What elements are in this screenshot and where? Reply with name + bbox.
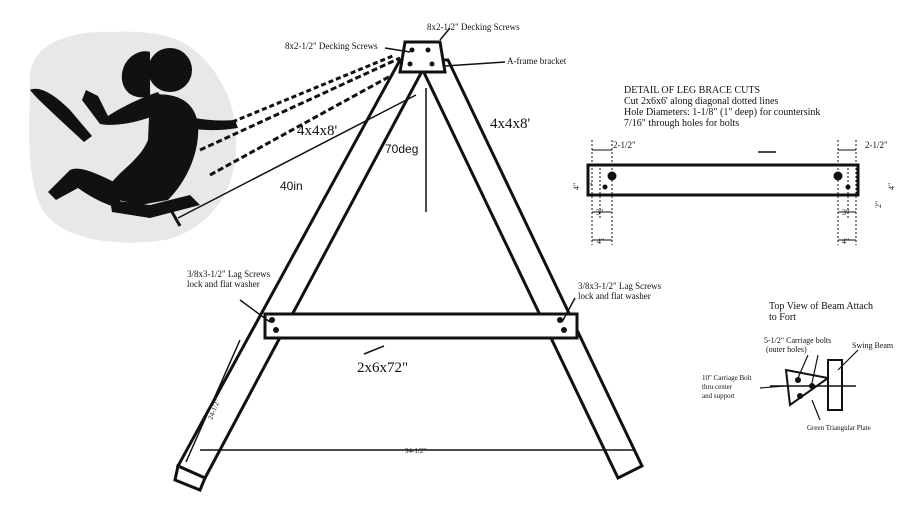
lag-right-line2: lock and flat washer	[578, 291, 651, 301]
cross-brace	[263, 312, 579, 340]
leg-right-label: 4x4x8'	[490, 116, 531, 132]
a-frame	[173, 40, 644, 492]
brace-label: 2x6x72"	[357, 360, 408, 376]
svg-text:4": 4"	[887, 183, 896, 190]
svg-text:10" Carriage Bolt: 10" Carriage Bolt	[702, 374, 752, 382]
swinging-child-silhouette	[29, 31, 238, 243]
plate-label: Green Triangular Plate	[807, 424, 871, 432]
brace-bolts	[269, 47, 567, 333]
lag-left-line1: 3/8x3-1/2" Lag Screws	[187, 269, 271, 279]
attach-title-1: Top View of Beam Attach	[769, 301, 873, 312]
decking-screws-left-label: 8x2-1/2" Decking Screws	[285, 41, 378, 51]
brace-board	[586, 163, 860, 197]
radius-label: 40in	[280, 179, 303, 193]
triangular-plate	[784, 368, 831, 407]
svg-text:2-1/2": 2-1/2"	[865, 140, 888, 150]
svg-text:3": 3"	[842, 208, 849, 217]
bracket-label: A-frame bracket	[507, 56, 567, 66]
base-width-dim: 94-1/2"	[405, 447, 426, 455]
svg-text:2": 2"	[874, 201, 883, 208]
main-labels: 8x2-1/2" Decking Screws 8x2-1/2" Decking…	[187, 22, 662, 455]
swing-chain	[199, 53, 406, 177]
lag-left-line2: lock and flat washer	[187, 279, 260, 289]
annotation-lines	[170, 27, 634, 463]
beam-attach-detail: Top View of Beam Attach to Fort 5-1/2" C…	[702, 301, 894, 432]
decking-screws-top-label: 8x2-1/2" Decking Screws	[427, 22, 520, 32]
attach-title-2: to Fort	[769, 312, 796, 323]
top-bracket	[398, 40, 447, 74]
leg-left-label: 4x4x8'	[297, 123, 338, 139]
svg-text:4": 4"	[572, 183, 581, 190]
svg-text:2": 2"	[585, 179, 594, 186]
svg-text:thru center: thru center	[702, 383, 733, 391]
detail-line1: Cut 2x6x6' along diagonal dotted lines	[624, 96, 778, 107]
swing-beam	[827, 359, 843, 411]
svg-text:3": 3"	[596, 208, 603, 217]
svg-text:5-1/2" Carriage bolts: 5-1/2" Carriage bolts	[764, 336, 831, 345]
detail-line2: Hole Diameters: 1-1/8" (1" deep) for cou…	[624, 107, 820, 118]
detail-line3: 7/16" through holes for bolts	[624, 118, 739, 129]
svg-text:4": 4"	[842, 237, 849, 246]
svg-text:2-1/2": 2-1/2"	[613, 140, 636, 150]
angle-label: 70deg	[385, 142, 418, 156]
svg-text:Swing Beam: Swing Beam	[852, 341, 894, 350]
svg-text:(outer holes): (outer holes)	[766, 345, 807, 354]
svg-text:and support: and support	[702, 392, 735, 400]
svg-text:4": 4"	[597, 237, 604, 246]
detail-title: DETAIL OF LEG BRACE CUTS	[624, 85, 760, 96]
lag-right-line1: 3/8x3-1/2" Lag Screws	[578, 281, 662, 291]
leg-brace-detail: DETAIL OF LEG BRACE CUTS Cut 2x6x6' alon…	[572, 85, 896, 246]
